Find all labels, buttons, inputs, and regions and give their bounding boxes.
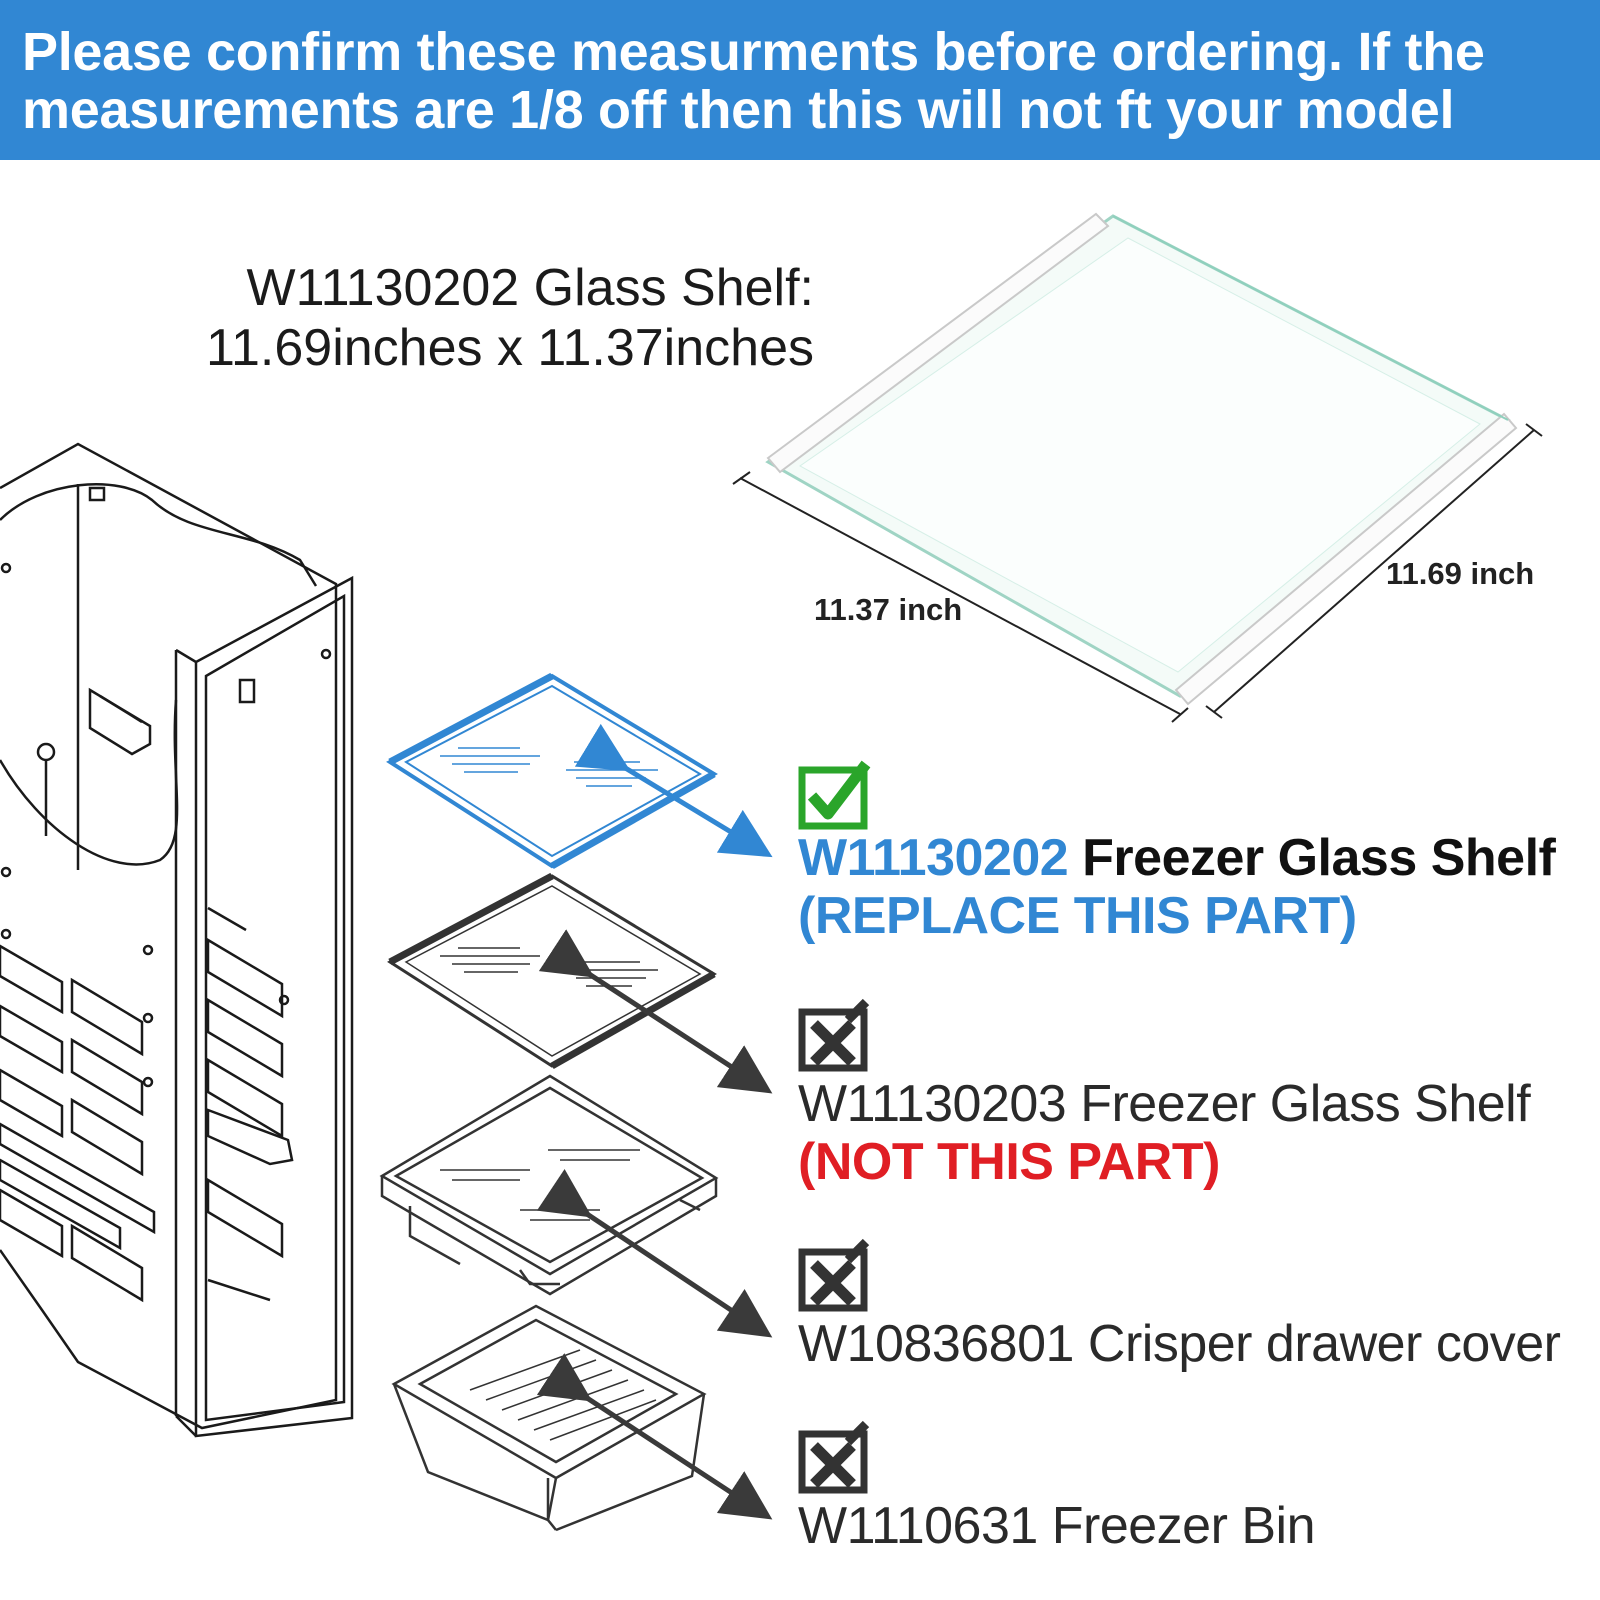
part-glass-shelf-other: [387, 872, 717, 1070]
shelf-title: W11130202 Glass Shelf:: [246, 259, 814, 317]
arrow-part-4: [536, 1353, 773, 1520]
part-1-note: (REPLACE THIS PART): [798, 887, 1357, 945]
arrow-part-2: [538, 929, 773, 1094]
part-4-name: Freezer Bin: [1051, 1497, 1316, 1555]
glass-shelf-image: [732, 212, 1543, 723]
part-freezer-bin: [391, 1304, 707, 1532]
part-item-4: W1110631 Freezer Bin: [798, 1420, 1316, 1555]
cross-icon: [798, 998, 870, 1072]
arrow-part-1: [574, 723, 773, 858]
cross-icon: [798, 1420, 870, 1494]
part-3-name: Crisper drawer cover: [1087, 1315, 1561, 1373]
cross-icon: [798, 1238, 870, 1312]
part-2-name: Freezer Glass Shelf: [1080, 1075, 1531, 1133]
shelf-size: 11.69inches x 11.37inches: [205, 319, 814, 377]
header-banner: Please confirm these measurments before …: [0, 0, 1600, 160]
part-crisper-cover: [379, 1074, 719, 1296]
banner-line-2: measurements are 1/8 off then this will …: [22, 80, 1455, 140]
part-item-1: W11130202 Freezer Glass Shelf (REPLACE T…: [798, 756, 1556, 945]
shelf-title-block: W11130202 Glass Shelf: 11.69inches x 11.…: [206, 258, 814, 378]
arrow-part-3: [536, 1169, 773, 1338]
part-glass-shelf-selected: [386, 672, 718, 870]
part-3-code: W10836801: [798, 1315, 1074, 1373]
part-1-code: W11130202: [798, 829, 1069, 887]
part-item-2: W11130203 Freezer Glass Shelf (NOT THIS …: [798, 998, 1531, 1191]
width-dimension-label: 11.69 inch: [1386, 556, 1535, 591]
banner-line-1: Please confirm these measurments before …: [22, 22, 1485, 82]
part-2-note: (NOT THIS PART): [798, 1133, 1220, 1191]
part-item-3: W10836801 Crisper drawer cover: [798, 1238, 1561, 1373]
depth-dimension-label: 11.37 inch: [814, 592, 963, 627]
part-1-name: Freezer Glass Shelf: [1082, 829, 1556, 887]
check-icon: [798, 760, 871, 830]
part-4-code: W1110631: [798, 1497, 1038, 1555]
freezer-cabinet-drawing: [0, 442, 354, 1438]
part-2-code: W11130203: [798, 1075, 1067, 1133]
